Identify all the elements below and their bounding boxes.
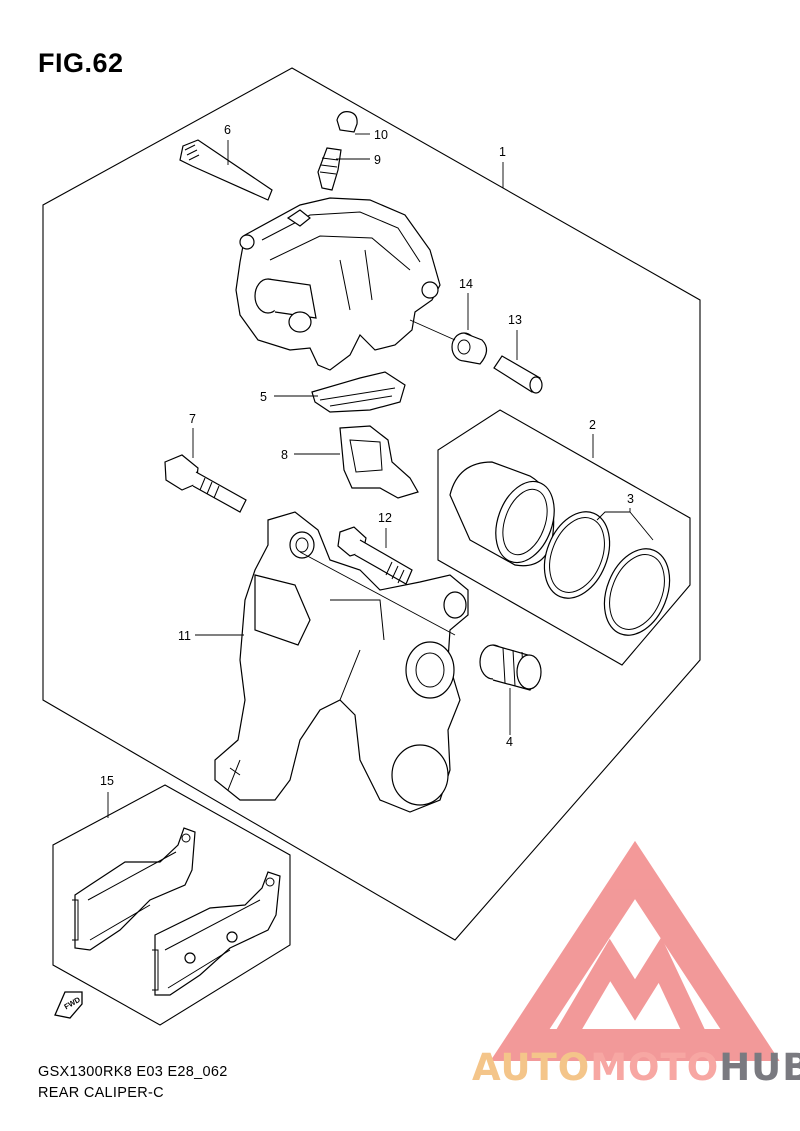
watermark-text: AUTOMOTOHUB [472, 1046, 800, 1089]
callout-5: 5 [260, 390, 267, 404]
forward-direction-arrow: FWD [54, 991, 83, 1019]
dust-boot [451, 332, 488, 365]
callout-8: 8 [281, 448, 288, 462]
callout-15: 15 [100, 774, 114, 788]
bleeder-valve [317, 147, 342, 191]
caliper-bracket [214, 511, 469, 813]
callout-2: 2 [589, 418, 596, 432]
callout-7: 7 [189, 412, 196, 426]
callout-3: 3 [627, 492, 634, 506]
figure-title: FIG.62 [38, 48, 124, 78]
brake-pad-front [72, 827, 196, 951]
piston-seal-kit [543, 511, 671, 636]
piston-kit-outline [437, 409, 691, 666]
callout-13: 13 [508, 313, 522, 327]
callout-labels: 1 2 3 4 5 6 7 8 9 10 11 12 13 14 15 [100, 123, 634, 788]
callout-14: 14 [459, 277, 473, 291]
callout-12: 12 [378, 511, 392, 525]
bleeder-cap [336, 111, 358, 133]
watermark-auto: AUTO [472, 1046, 591, 1089]
callout-4: 4 [506, 735, 513, 749]
slide-pin-bolt [337, 526, 413, 585]
brake-pad-rear [152, 871, 281, 996]
slide-sleeve [493, 355, 543, 394]
model-code: GSX1300RK8 E03 E28_062 [38, 1064, 228, 1080]
pad-spring [311, 371, 406, 413]
section-name: REAR CALIPER-C [38, 1085, 164, 1101]
watermark-hub: HUB [719, 1046, 800, 1089]
main-assembly-outline [42, 67, 701, 941]
automotohub-logo [490, 840, 780, 1061]
slide-pin-boot [479, 644, 542, 691]
callout-1: 1 [499, 145, 506, 159]
pad-pin [179, 139, 273, 201]
pad-retainer [339, 425, 419, 499]
callout-11: 11 [178, 629, 191, 643]
callout-leaders [107, 133, 654, 818]
watermark-moto: MOTO [590, 1046, 720, 1089]
callout-10: 10 [374, 128, 388, 142]
callout-6: 6 [224, 123, 231, 137]
brake-pad-set-outline [52, 784, 291, 1026]
mounting-bolt [164, 454, 247, 513]
callout-9: 9 [374, 153, 381, 167]
caliper-body [235, 197, 441, 371]
caliper-piston [449, 461, 555, 567]
